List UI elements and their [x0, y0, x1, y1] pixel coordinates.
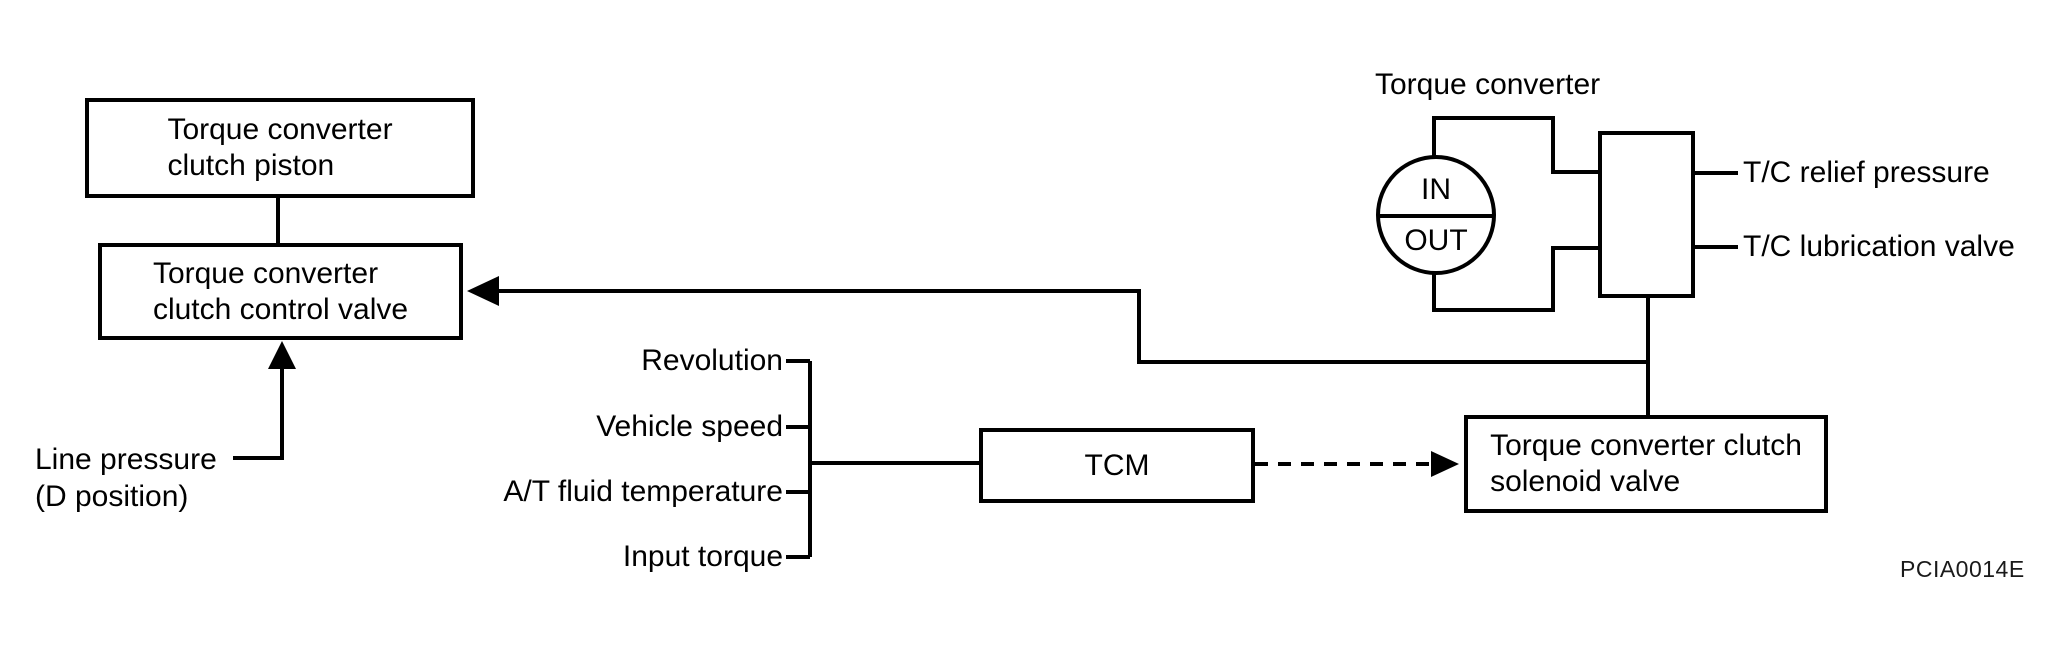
box-label-block: Torque converter clutch piston: [167, 112, 392, 184]
box-label-line: solenoid valve: [1490, 465, 1681, 498]
torque-converter-in-label: IN: [1421, 173, 1451, 206]
converter-bottom-pipe: [1432, 246, 1598, 312]
input-label-vehicle-speed: Vehicle speed: [596, 410, 783, 443]
arrowhead-into-control-valve: [467, 276, 499, 306]
input-label-revolution: Revolution: [641, 344, 783, 377]
line-pressure-label-line1: Line pressure: [35, 443, 217, 476]
box-label-line: clutch piston: [167, 149, 335, 182]
line-pressure-connector: [233, 366, 284, 460]
box-label-line: Torque converter: [167, 113, 393, 146]
box-tcm: TCM: [979, 428, 1255, 503]
box-label-line: Torque converter clutch: [1490, 429, 1802, 462]
tc-relief-pressure-label: T/C relief pressure: [1743, 156, 1990, 189]
box-label-line: Torque converter: [152, 256, 379, 290]
box-torque-converter-valve-body: [1598, 131, 1695, 298]
input-label-at-fluid-temperature: A/T fluid temperature: [503, 475, 783, 508]
box-torque-converter-clutch-solenoid-valve: Torque converter clutch solenoid valve: [1464, 415, 1828, 513]
torque-converter-out-label: OUT: [1404, 224, 1468, 257]
line-pressure-label-line2: (D position): [35, 480, 189, 513]
solenoid-junction-to-valve-line: [497, 289, 1646, 364]
box-label-line: TCM: [1084, 448, 1150, 482]
line-pressure-label: Line pressure (D position): [35, 441, 217, 515]
inputs-bracket: [786, 359, 979, 559]
torque-converter-title: Torque converter: [1375, 68, 1601, 101]
tc-lubrication-valve-label: T/C lubrication valve: [1743, 230, 2015, 263]
box-torque-converter-clutch-control-valve: Torque converter clutch control valve: [98, 243, 463, 340]
box-label-line: clutch control valve: [152, 292, 409, 326]
box-label-block: Torque converter clutch solenoid valve: [1490, 428, 1802, 500]
arrowhead-into-solenoid: [1431, 451, 1459, 477]
converter-top-pipe: [1432, 116, 1598, 174]
arrowhead-line-pressure-up: [268, 341, 296, 369]
box-label-block: Torque converter clutch control valve: [153, 256, 408, 328]
box-torque-converter-clutch-piston: Torque converter clutch piston: [85, 98, 475, 198]
figure-id: PCIA0014E: [1900, 556, 2025, 582]
torque-converter-circle-divider: [1380, 214, 1492, 218]
input-label-input-torque: Input torque: [622, 540, 783, 573]
